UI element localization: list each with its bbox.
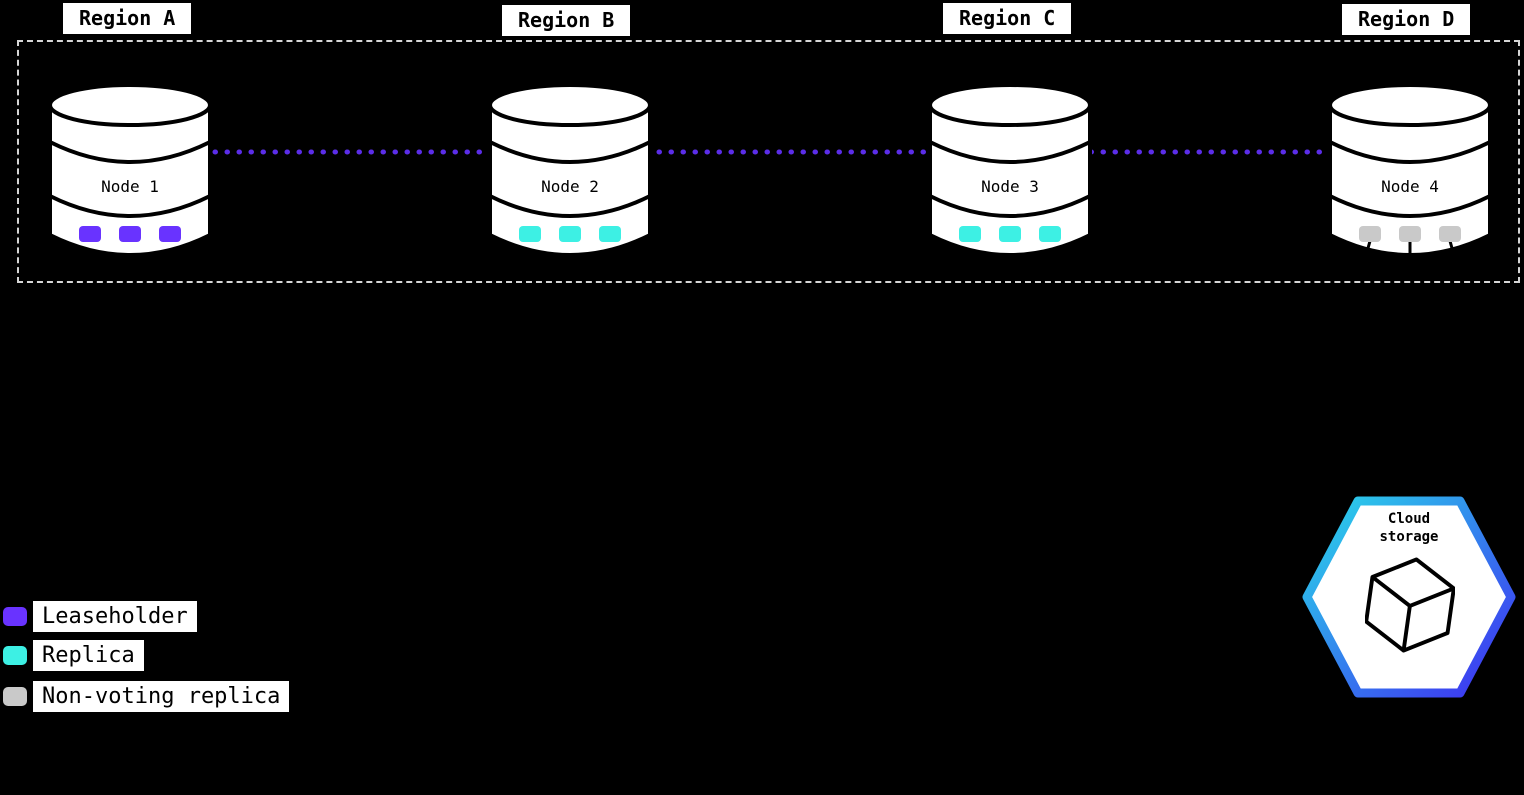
replica-swatch-icon <box>3 646 27 666</box>
node-label: Node 3 <box>981 177 1039 196</box>
node-4: Node 4 <box>1328 80 1492 260</box>
region-label-a: Region A <box>63 3 192 34</box>
database-cylinder-icon: Node 3 <box>928 83 1092 257</box>
hexagon-border <box>1302 496 1516 698</box>
legend-item-replica: Replica <box>2 640 144 672</box>
legend-item-non-voting-replica: Non-voting replica <box>2 681 290 713</box>
range-marker <box>519 226 541 242</box>
node-label: Node 1 <box>101 177 159 196</box>
range-marker <box>559 226 581 242</box>
region-label-b: Region B <box>502 5 631 36</box>
cloud-storage-label: Cloud storage <box>1379 511 1439 546</box>
cube-icon <box>1365 557 1455 653</box>
range-marker <box>1039 226 1061 242</box>
database-cylinder-icon: Node 4 <box>1328 83 1492 260</box>
cluster-boundary <box>17 40 1520 283</box>
replication-link <box>212 149 1332 155</box>
node-1: Node 1 <box>48 80 212 260</box>
region-label-c: Region C <box>943 3 1072 34</box>
node-3: Node 3 <box>928 80 1092 260</box>
range-marker <box>1359 226 1381 242</box>
range-marker <box>159 226 181 242</box>
storage-connector-lines <box>1363 240 1457 260</box>
legend-label-non-voting-replica: Non-voting replica <box>33 681 290 713</box>
leaseholder-swatch-icon <box>3 607 27 627</box>
legend-label-leaseholder: Leaseholder <box>33 601 197 633</box>
node-2: Node 2 <box>488 80 652 260</box>
range-marker <box>119 226 141 242</box>
legend-label-replica: Replica <box>33 640 144 672</box>
range-marker <box>1399 226 1421 242</box>
database-cylinder-icon: Node 2 <box>488 83 652 257</box>
node-label: Node 4 <box>1381 177 1439 196</box>
range-marker <box>959 226 981 242</box>
database-cylinder-icon: Node 1 <box>48 83 212 257</box>
legend-item-leaseholder: Leaseholder <box>2 601 197 633</box>
range-marker <box>79 226 101 242</box>
region-label-d: Region D <box>1342 4 1471 35</box>
non-voting-replica-swatch-icon <box>3 687 27 707</box>
node-label: Node 2 <box>541 177 599 196</box>
range-marker <box>1439 226 1461 242</box>
range-marker <box>999 226 1021 242</box>
cloud-storage: Cloud storage <box>1300 494 1518 700</box>
range-marker <box>599 226 621 242</box>
